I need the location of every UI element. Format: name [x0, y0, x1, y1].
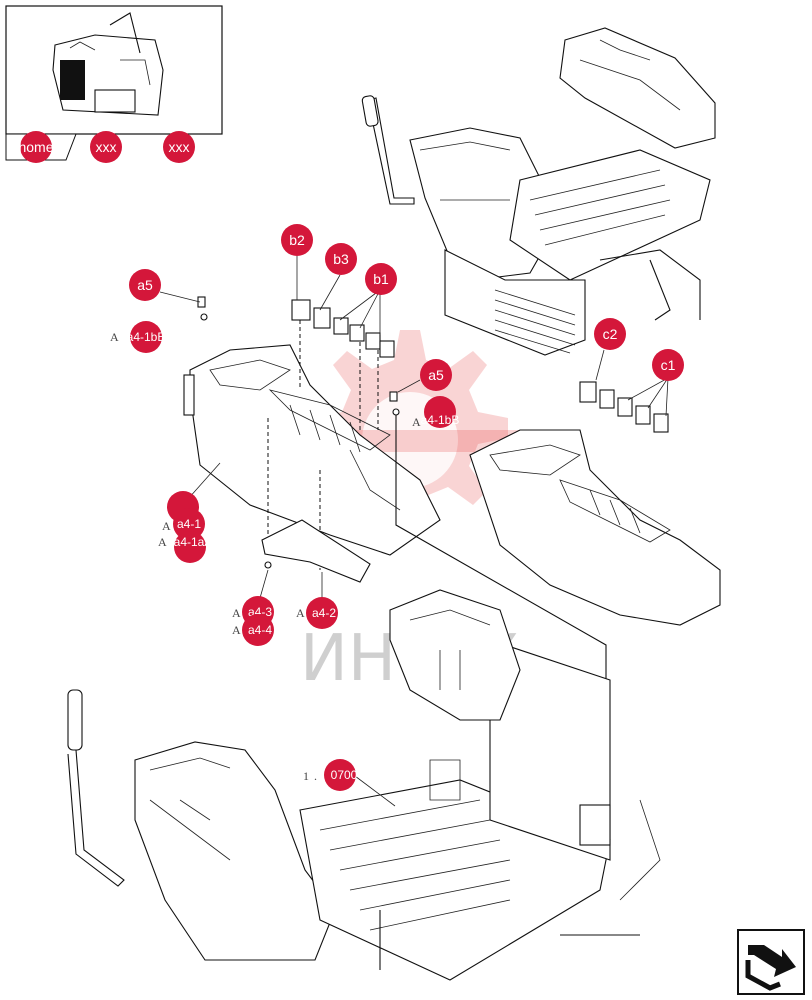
callout-a4-1-label: a4-1 [177, 517, 201, 531]
right-console [389, 381, 721, 705]
callout-c1[interactable]: c1 [652, 349, 684, 381]
callout-b1[interactable]: b1 [365, 263, 397, 295]
callout-c1-label: c1 [661, 357, 676, 373]
callout-a4-1[interactable]: a4-1 [167, 491, 205, 540]
callout-0700-label: 0700 [331, 768, 358, 782]
callout-a4-1bb-right[interactable]: a4-1bB [421, 396, 460, 428]
ref-prefix-a4-2: A [296, 606, 306, 620]
ref-prefix-a4-1aa: A [158, 535, 168, 549]
callout-a4-4[interactable]: a4-4 [242, 614, 274, 646]
nav-link-1-label: xxx [96, 139, 117, 155]
callout-b3-label: b3 [333, 251, 349, 267]
seat-assembly-top [361, 27, 716, 356]
callout-b2[interactable]: b2 [281, 224, 313, 256]
ref-prefix-a4-1bb-right: A [412, 415, 422, 429]
callout-b2-label: b2 [289, 232, 305, 248]
callout-c2[interactable]: c2 [594, 318, 626, 350]
callout-a4-4-label: a4-4 [248, 623, 272, 637]
callout-a4-1bb-right-label: a4-1bB [421, 413, 460, 427]
ref-prefix-0700: 1 . [303, 769, 318, 783]
callout-a5-top[interactable]: a5 [129, 269, 161, 301]
nav-link-2-label: xxx [169, 139, 190, 155]
nav-link-2[interactable]: xxx [163, 131, 195, 163]
callout-a5-right[interactable]: a5 [420, 359, 452, 391]
home-link[interactable]: home [18, 131, 54, 163]
callout-a4-1bb-left-label: a4-1bB [127, 330, 166, 344]
nav-link-1[interactable]: xxx [90, 131, 122, 163]
callout-c2-label: c2 [603, 326, 618, 342]
callout-b1-label: b1 [373, 271, 389, 287]
ref-prefix-a4-3: A [232, 606, 242, 620]
callout-b3[interactable]: b3 [325, 243, 357, 275]
callout-0700[interactable]: 0700 [324, 759, 358, 791]
callout-a4-1aa[interactable]: a4-1aA [174, 531, 213, 563]
callout-a5-right-label: a5 [428, 367, 444, 383]
callout-a4-1bb-left[interactable]: a4-1bB [127, 321, 166, 353]
ref-prefix-a4-1bb-left: A [110, 330, 120, 344]
ref-prefix-a4-4: A [232, 623, 242, 637]
callout-a4-2[interactable]: a4-2 [306, 597, 338, 629]
callout-a4-2-label: a4-2 [312, 606, 336, 620]
callout-a5-top-label: a5 [137, 277, 153, 293]
home-link-label: home [18, 139, 53, 155]
callout-a4-1aa-label: a4-1aA [174, 535, 213, 549]
left-console [183, 296, 441, 583]
arrow-next-icon [745, 945, 796, 991]
next-page-button[interactable] [737, 929, 805, 995]
ref-prefix-a4-1: A [162, 519, 172, 533]
seat-assembly-bottom [67, 589, 661, 981]
